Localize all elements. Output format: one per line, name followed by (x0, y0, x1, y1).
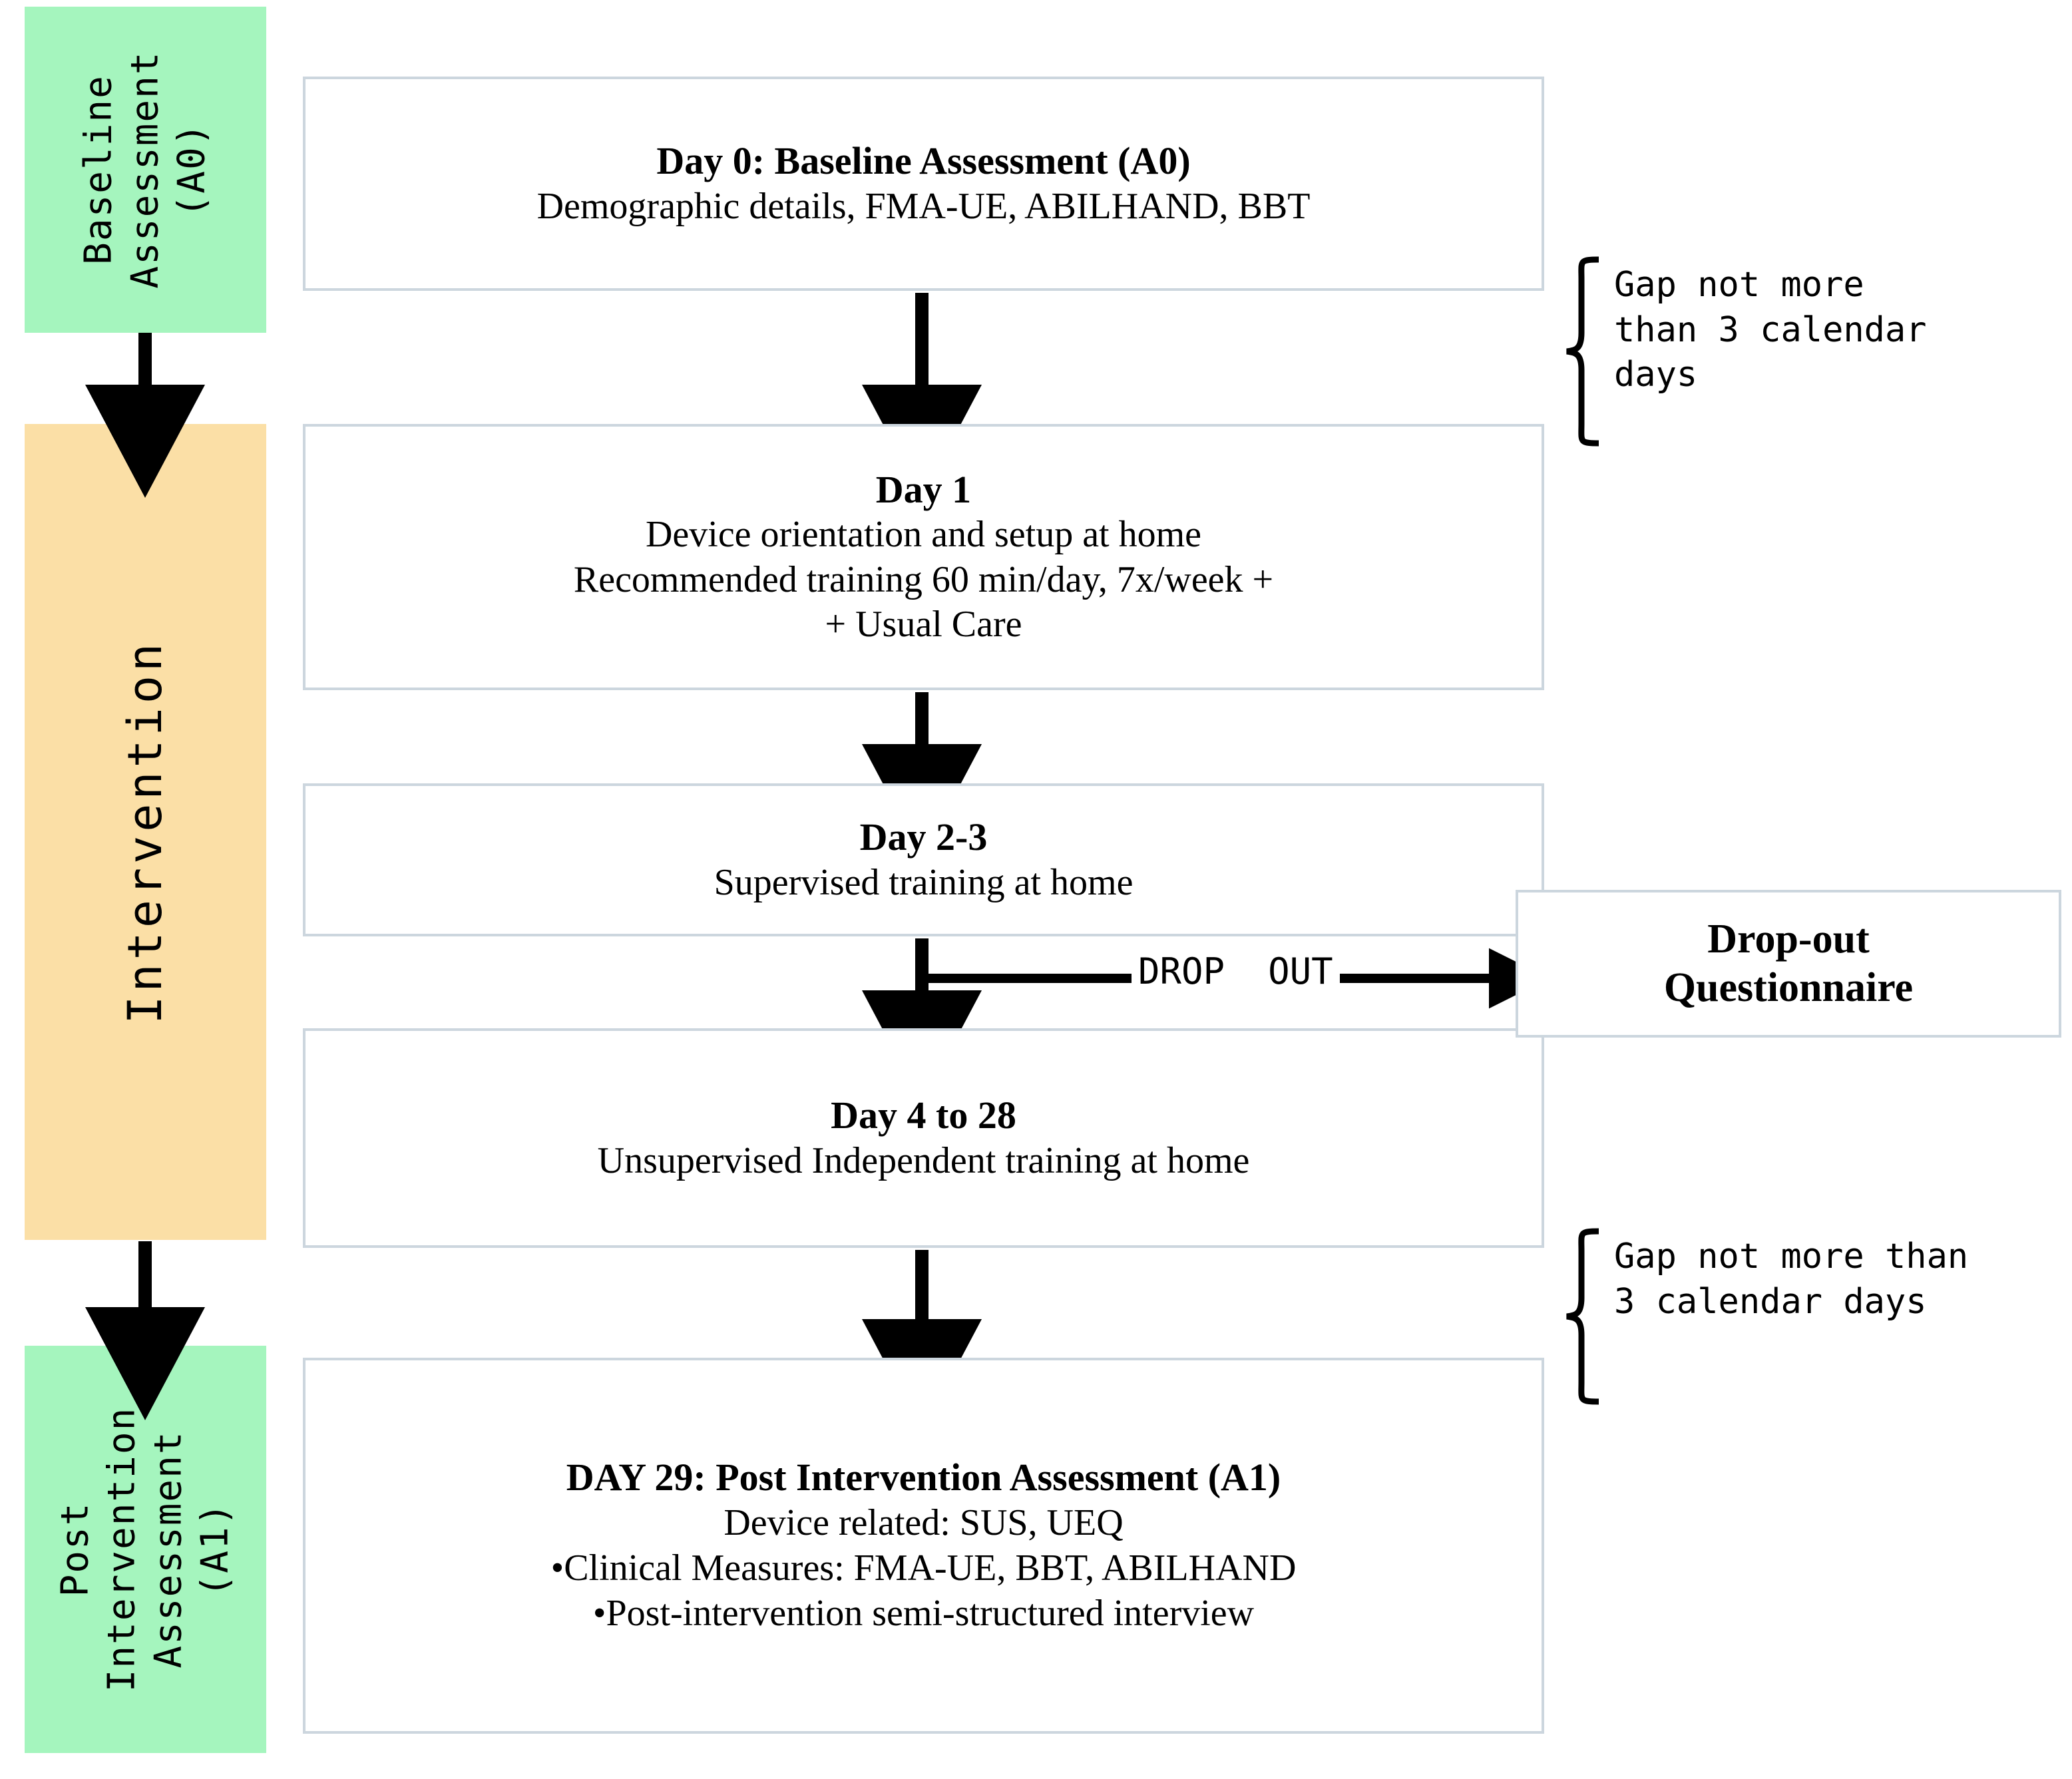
annotation-gap-top: Gap not more than 3 calendar days (1614, 265, 1927, 395)
phase-band-baseline-label: Baseline Assessment (A0) (77, 51, 214, 289)
day1-line3: + Usual Care (825, 603, 1022, 645)
flow-box-dropout-questionnaire[interactable]: Drop-out Questionnaire (1516, 890, 2061, 1038)
flow-box-day1[interactable]: Day 1 Device orientation and setup at ho… (303, 424, 1544, 690)
day29-bullet-interview: •Post-intervention semi-structured inter… (592, 1593, 1255, 1635)
phase-band-baseline-assessment: Baseline Assessment (A0) (25, 7, 266, 333)
day428-line1: Unsupervised Independent training at hom… (597, 1139, 1250, 1181)
day1-title: Day 1 (875, 468, 972, 511)
edge-label-drop-out: DROP OUT (1132, 950, 1340, 992)
day1-line2: Recommended training 60 min/day, 7x/week… (573, 558, 1274, 600)
day29-title: DAY 29: Post Intervention Assessment (A1… (566, 1456, 1281, 1499)
phase-band-post-intervention-assessment: Post Intervention Assessment (A1) (25, 1346, 266, 1753)
day29-bullet-clinical-measures: •Clinical Measures: FMA-UE, BBT, ABILHAN… (550, 1547, 1297, 1589)
dropout-title-line2: Questionnaire (1663, 965, 1914, 1010)
day29-line1: Device related: SUS, UEQ (724, 1501, 1124, 1543)
flow-box-day0[interactable]: Day 0: Baseline Assessment (A0) Demograp… (303, 77, 1544, 291)
flow-box-day2-3[interactable]: Day 2-3 Supervised training at home (303, 783, 1544, 936)
dropout-title-line1: Drop-out (1707, 916, 1870, 962)
brace-gap-bottom (1566, 1228, 1599, 1405)
phase-band-post-label: Post Intervention Assessment (A1) (53, 1406, 237, 1692)
brace-gap-top (1566, 256, 1599, 447)
flow-box-day4-to-28[interactable]: Day 4 to 28 Unsupervised Independent tra… (303, 1028, 1544, 1248)
day23-title: Day 2-3 (859, 815, 988, 859)
day23-line1: Supervised training at home (714, 861, 1134, 903)
phase-band-intervention-label: Intervention (117, 640, 172, 1024)
day0-line1: Demographic details, FMA-UE, ABILHAND, B… (536, 185, 1311, 227)
day1-line1: Device orientation and setup at home (645, 514, 1202, 556)
day428-title: Day 4 to 28 (831, 1093, 1016, 1137)
annotation-gap-bottom: Gap not more than 3 calendar days (1614, 1237, 1969, 1322)
phase-band-intervention: Intervention (25, 424, 266, 1240)
day0-title: Day 0: Baseline Assessment (A0) (656, 139, 1191, 183)
flow-box-day29[interactable]: DAY 29: Post Intervention Assessment (A1… (303, 1358, 1544, 1734)
